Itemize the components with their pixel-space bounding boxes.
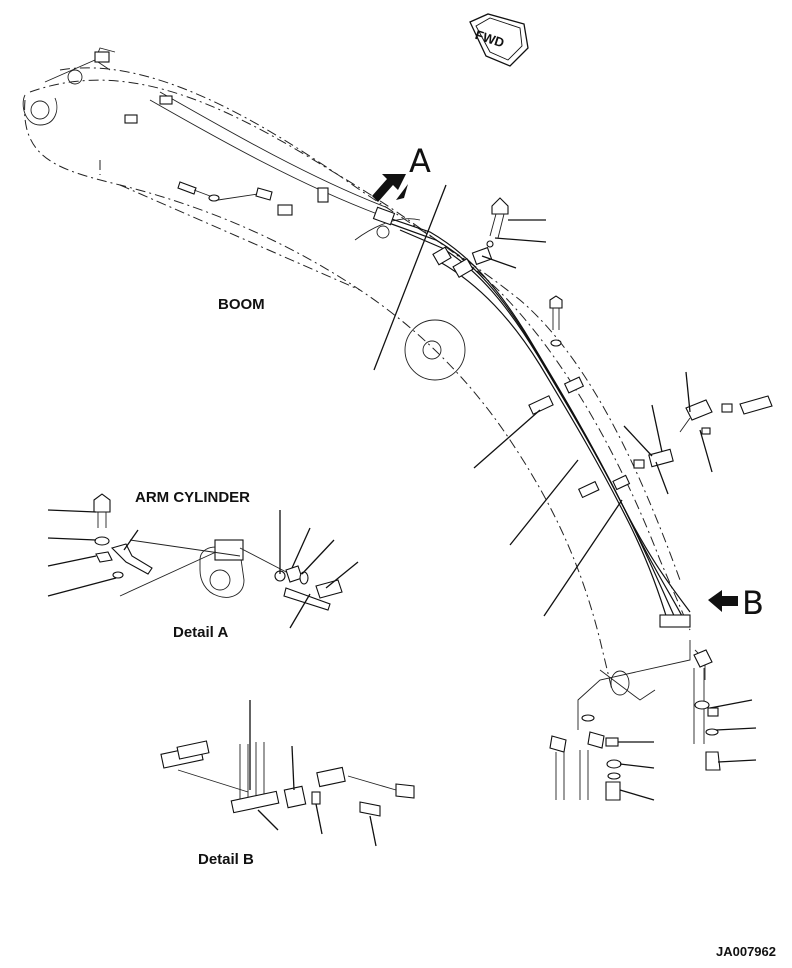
detail-b-parts [160, 740, 415, 817]
drawing-id-label: JA007962 [716, 944, 776, 959]
boom-label: BOOM [218, 296, 265, 313]
callout-a-label: A [409, 142, 431, 180]
callout-arrow-b-icon [708, 590, 738, 612]
fwd-arrow-icon [469, 13, 529, 67]
callout-b-label: B [742, 584, 764, 622]
leader-lines [47, 184, 757, 847]
boom-top-parts [177, 181, 773, 801]
detail-a-parts [93, 493, 343, 611]
callout-arrow-a-icon [372, 174, 408, 202]
detail-b-label: Detail B [198, 851, 254, 868]
boom-body [22, 47, 691, 701]
hydraulic-pipes [94, 51, 706, 730]
detail-a-label: Detail A [173, 624, 229, 641]
arm-cylinder-label: ARM CYLINDER [135, 489, 250, 506]
